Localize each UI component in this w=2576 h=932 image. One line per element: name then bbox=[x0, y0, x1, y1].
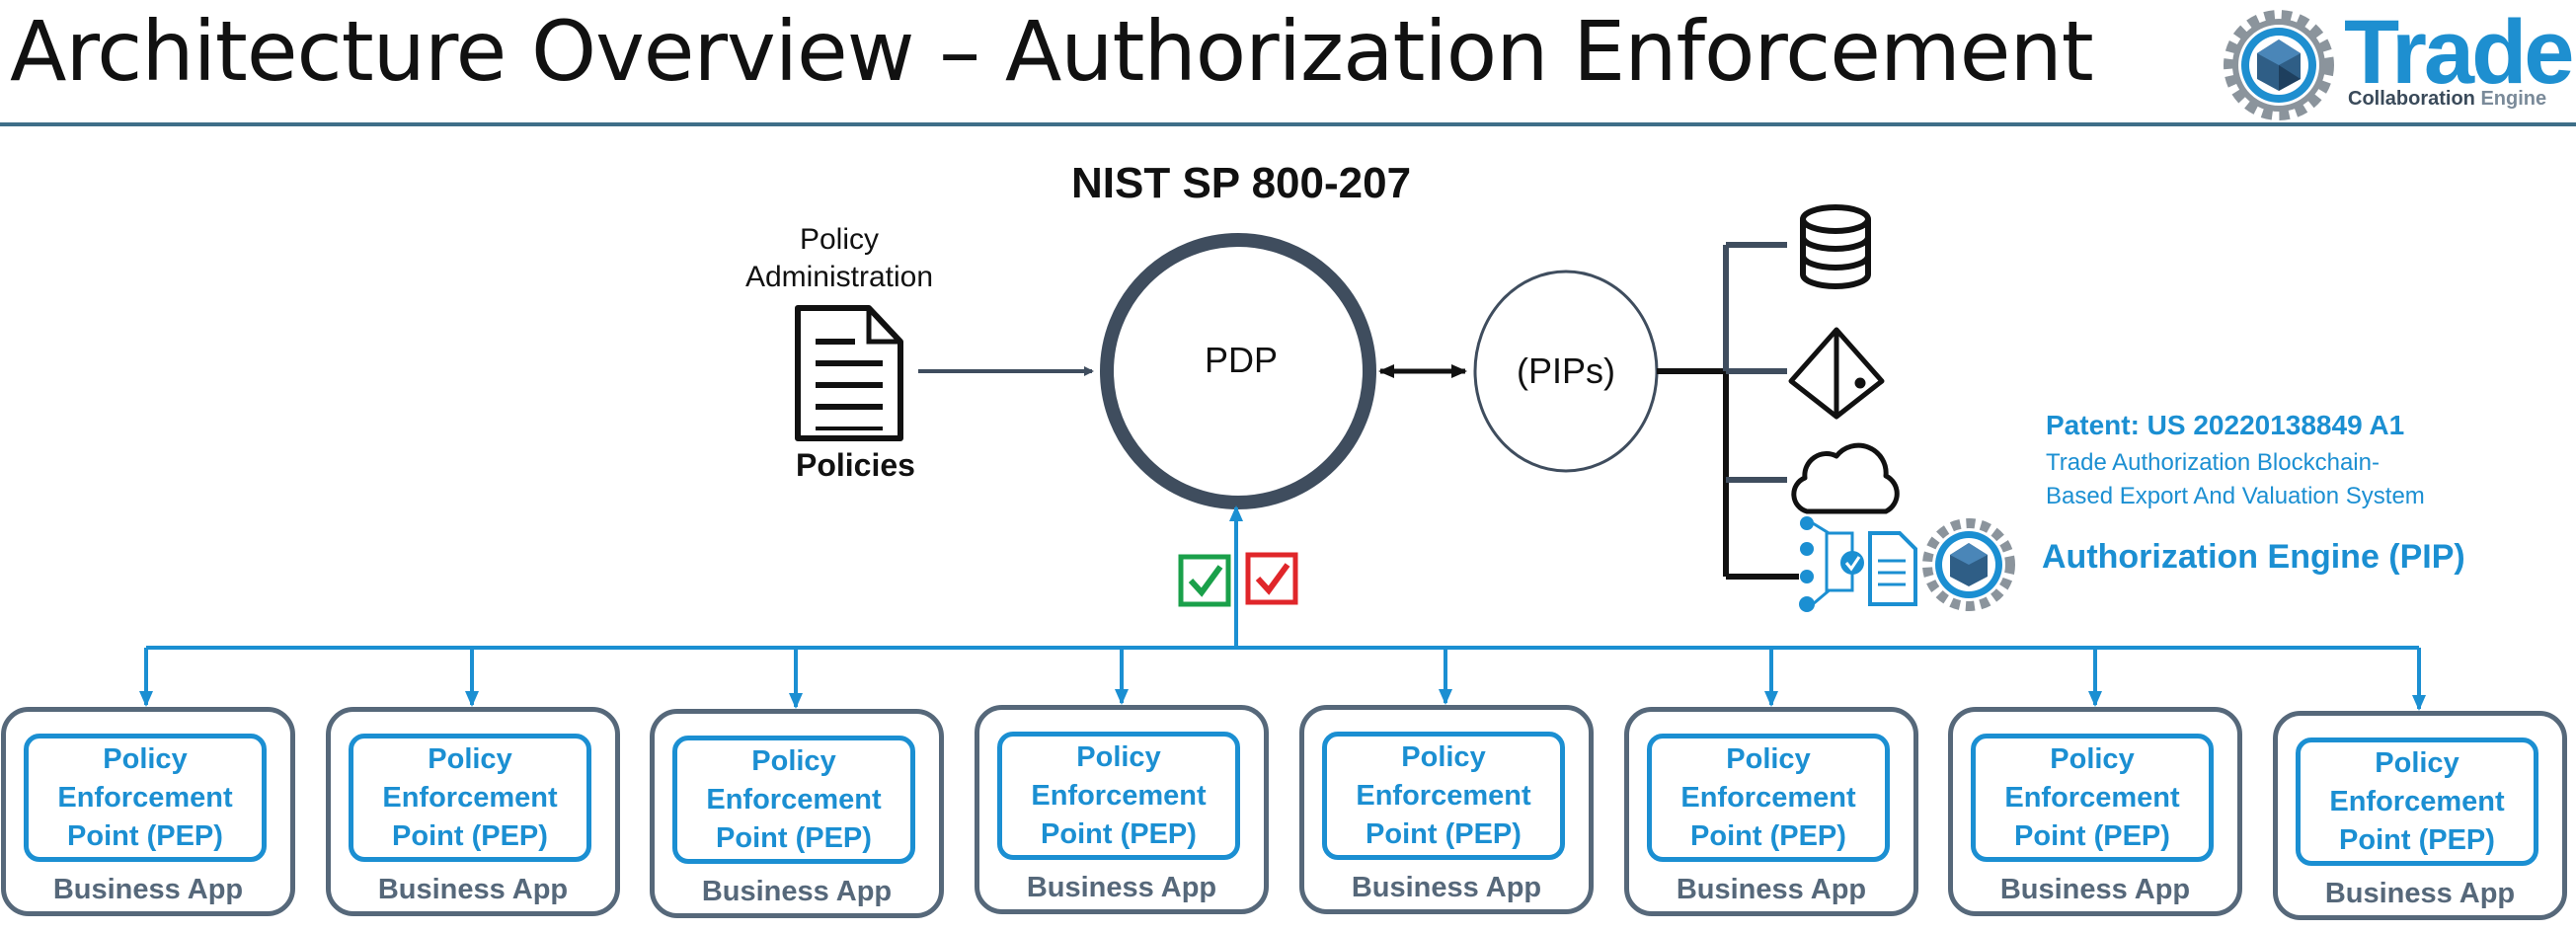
policies-label: Policies bbox=[796, 447, 915, 483]
pdp-label: PDP bbox=[1205, 340, 1279, 380]
business-app-label: Business App bbox=[377, 874, 569, 905]
patent-description: Trade Authorization Blockchain- Based Ex… bbox=[2046, 449, 2425, 509]
business-app-2: Policy Enforcement Point (PEP) Business … bbox=[326, 707, 620, 916]
logo-subtitle: Collaboration Engine bbox=[2348, 88, 2547, 110]
pep-box: Policy Enforcement Point (PEP) bbox=[1647, 734, 1890, 862]
business-app-label: Business App bbox=[1676, 874, 1867, 905]
business-app-label: Business App bbox=[52, 874, 244, 905]
pep-box: Policy Enforcement Point (PEP) bbox=[2296, 738, 2538, 866]
pips-label: (PIPs) bbox=[1517, 350, 1616, 391]
business-app-8: Policy Enforcement Point (PEP) Business … bbox=[2273, 711, 2567, 920]
authorization-engine-label: Authorization Engine (PIP) bbox=[2042, 538, 2465, 576]
business-app-label: Business App bbox=[1026, 872, 1217, 903]
pdp-circle bbox=[1100, 233, 1376, 509]
business-app-label: Business App bbox=[2324, 878, 2516, 909]
deny-check-icon bbox=[1245, 552, 1298, 605]
pep-box: Policy Enforcement Point (PEP) bbox=[997, 732, 1240, 860]
business-app-label: Business App bbox=[701, 876, 893, 907]
pep-connector-tree bbox=[139, 505, 2426, 711]
pep-box: Policy Enforcement Point (PEP) bbox=[1322, 732, 1565, 860]
pep-box: Policy Enforcement Point (PEP) bbox=[349, 734, 591, 862]
blockchain-prism-icon bbox=[1788, 327, 1885, 420]
authorization-engine-icon bbox=[1799, 516, 2015, 612]
logo-wordmark: Trade bbox=[2344, 2, 2574, 103]
pep-box: Policy Enforcement Point (PEP) bbox=[672, 736, 915, 864]
business-app-5: Policy Enforcement Point (PEP) Business … bbox=[1299, 705, 1594, 914]
business-app-label: Business App bbox=[1351, 872, 1542, 903]
business-app-7: Policy Enforcement Point (PEP) Business … bbox=[1948, 707, 2242, 916]
business-app-4: Policy Enforcement Point (PEP) Business … bbox=[975, 705, 1269, 914]
trade-logo: Trade Collaboration Engine bbox=[2218, 2, 2574, 124]
policy-administration-label: Policy Administration bbox=[744, 223, 934, 293]
business-app-1: Policy Enforcement Point (PEP) Business … bbox=[1, 707, 295, 916]
business-app-3: Policy Enforcement Point (PEP) Business … bbox=[650, 709, 944, 918]
nist-standard-title: NIST SP 800-207 bbox=[1071, 159, 1412, 207]
pep-box: Policy Enforcement Point (PEP) bbox=[24, 734, 267, 862]
permit-check-icon bbox=[1178, 554, 1231, 607]
pep-box: Policy Enforcement Point (PEP) bbox=[1971, 734, 2214, 862]
cloud-icon bbox=[1791, 442, 1900, 514]
business-app-label: Business App bbox=[1999, 874, 2191, 905]
slide-title: Architecture Overview – Authorization En… bbox=[10, 3, 2094, 100]
gear-network-icon bbox=[2224, 10, 2334, 120]
title-divider bbox=[0, 122, 2576, 126]
patent-title: Patent: US 20220138849 A1 bbox=[2046, 410, 2405, 440]
business-app-6: Policy Enforcement Point (PEP) Business … bbox=[1624, 707, 1918, 916]
policy-document-icon bbox=[795, 305, 903, 441]
pip-source-bracket bbox=[1657, 242, 1799, 580]
database-icon bbox=[1800, 204, 1871, 289]
